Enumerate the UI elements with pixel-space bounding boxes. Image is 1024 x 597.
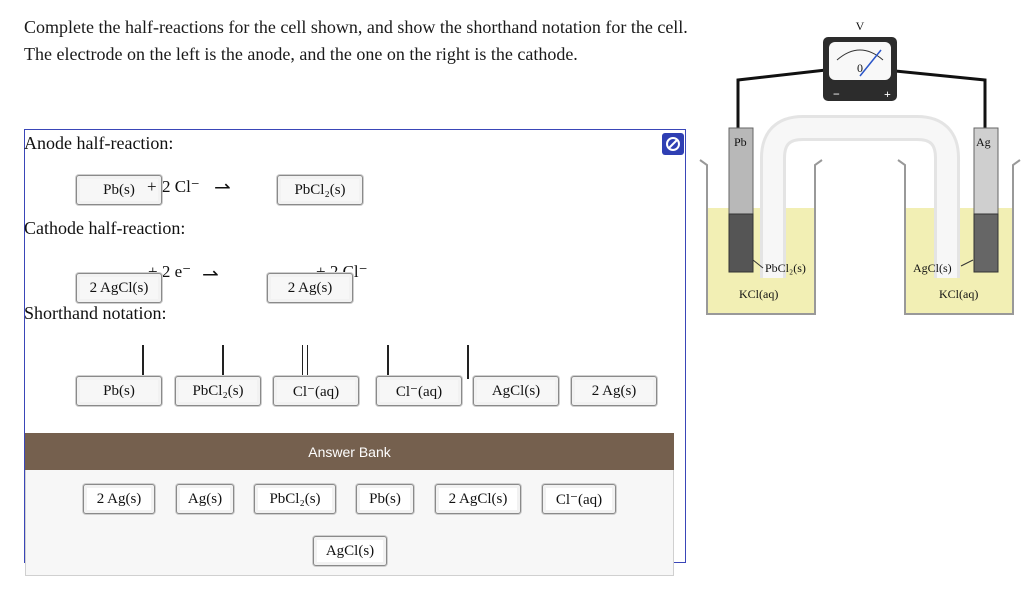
answer-bank-item[interactable]: Ag(s) — [176, 484, 234, 514]
left-wire — [736, 68, 827, 128]
meter-minus: − — [833, 87, 840, 101]
answer-bank-item[interactable]: Cl⁻(aq) — [542, 484, 616, 514]
shorthand-slot-3[interactable]: Cl⁻(aq) — [273, 376, 359, 406]
anode-product-chip[interactable]: PbCl₂(s) — [277, 175, 363, 205]
answer-bank-item[interactable]: PbCl₂(s) — [254, 484, 336, 514]
cathode-reactant-chip[interactable]: 2 AgCl(s) — [76, 273, 162, 303]
meter-plus: + — [884, 87, 891, 101]
right-solid-label: AgCl(s) — [913, 261, 952, 275]
phase-boundary-bar — [467, 345, 469, 379]
anode-arrow: ⇀ — [214, 177, 231, 199]
cathode-product-chip[interactable]: 2 Ag(s) — [267, 273, 353, 303]
voltmeter: 0 V − + — [823, 19, 897, 101]
cathode-arrow: ⇀ — [202, 264, 219, 286]
left-electrode-label: Pb — [734, 135, 747, 149]
right-electrode-label: Ag — [976, 135, 991, 149]
right-solution-label: KCl(aq) — [939, 287, 978, 301]
answer-bank-item[interactable]: Pb(s) — [356, 484, 414, 514]
answer-bank-item[interactable]: 2 AgCl(s) — [435, 484, 521, 514]
shorthand-slot-5[interactable]: AgCl(s) — [473, 376, 559, 406]
galvanic-cell-illustration: 0 V − + Pb Ag PbCl₂(s) KCl(aq) AgCl(s) K… — [699, 19, 1021, 315]
answer-bank-header: Answer Bank — [25, 433, 674, 470]
meter-label: V — [856, 19, 865, 33]
shorthand-label: Shorthand notation: — [24, 303, 167, 323]
left-solution-label: KCl(aq) — [739, 287, 778, 301]
no-entry-icon[interactable] — [662, 133, 684, 155]
phase-boundary-bar — [387, 345, 389, 379]
right-wire — [884, 68, 987, 128]
meter-zero: 0 — [857, 61, 863, 75]
right-electrode: Ag — [973, 127, 999, 273]
shorthand-slot-1[interactable]: Pb(s) — [76, 376, 162, 406]
phase-boundary-bar — [142, 345, 144, 379]
shorthand-slot-6[interactable]: 2 Ag(s) — [571, 376, 657, 406]
answer-bank-item[interactable]: AgCl(s) — [313, 536, 387, 566]
left-electrode: Pb — [728, 127, 754, 273]
answer-bank-item[interactable]: 2 Ag(s) — [83, 484, 155, 514]
anode-label: Anode half-reaction: — [24, 133, 174, 153]
cathode-label: Cathode half-reaction: — [24, 218, 186, 238]
phase-boundary-bar — [222, 345, 224, 379]
shorthand-slot-2[interactable]: PbCl₂(s) — [175, 376, 261, 406]
left-solid-label: PbCl₂(s) — [765, 261, 806, 275]
shorthand-slot-4[interactable]: Cl⁻(aq) — [376, 376, 462, 406]
anode-plus: + — [147, 177, 157, 196]
question-text: Complete the half-reactions for the cell… — [24, 17, 688, 64]
salt-bridge-bar — [302, 345, 308, 379]
anode-cl-term: 2 Cl⁻ — [162, 177, 200, 196]
anode-reactant-chip[interactable]: Pb(s) — [76, 175, 162, 205]
